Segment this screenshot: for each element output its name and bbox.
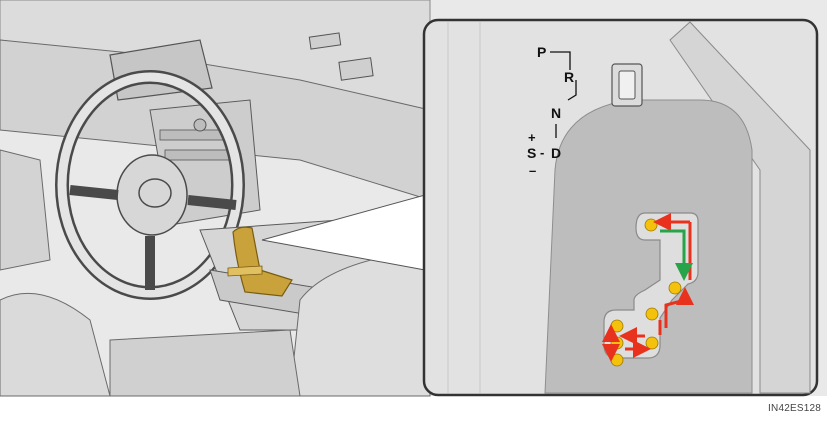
gear-label-d: D	[551, 145, 561, 161]
gear-label-dash: -	[540, 145, 544, 160]
gear-label-minus: –	[529, 163, 536, 178]
gear-label-r: R	[564, 69, 574, 85]
gate-ball-mid	[646, 308, 658, 320]
gate-ball-s-mid	[611, 337, 623, 349]
gear-label-n: N	[551, 105, 561, 121]
gate-ball-d	[669, 282, 681, 294]
gate-ball-right-low	[646, 337, 658, 349]
gear-label-plus: +	[528, 130, 536, 145]
gear-label-s: S	[527, 145, 536, 161]
gear-label-p: P	[537, 44, 546, 60]
gate-ball-p	[645, 219, 657, 231]
gate-ball-s-top	[611, 320, 623, 332]
gate-ball-s-bottom	[611, 354, 623, 366]
figure-code: IN42ES128	[768, 403, 821, 414]
